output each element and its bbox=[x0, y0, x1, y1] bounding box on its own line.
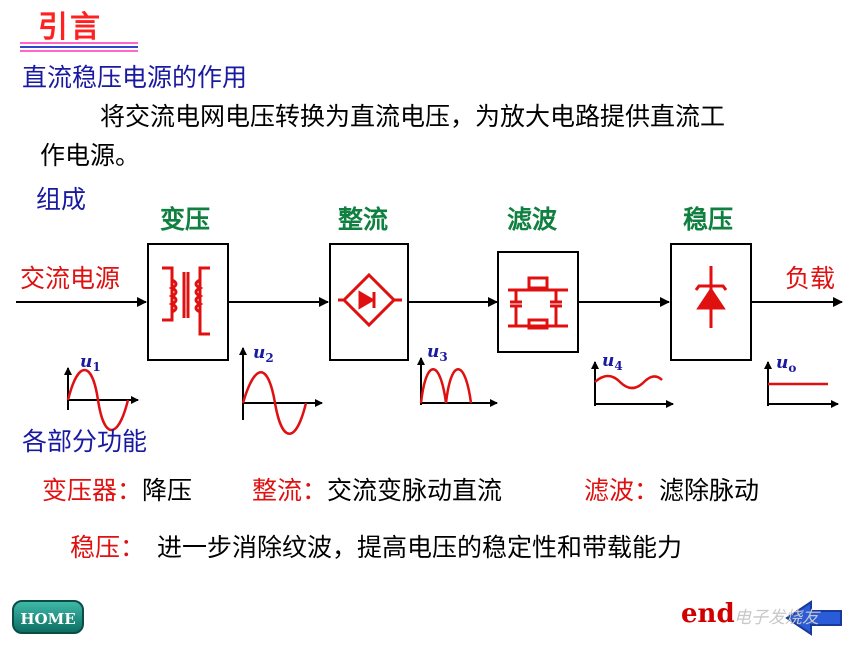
bridge-rectifier-icon bbox=[338, 272, 402, 328]
zener-icon bbox=[694, 266, 728, 328]
waveform-u4 bbox=[591, 361, 674, 408]
function-transformer: 变压器：降压 bbox=[42, 471, 192, 507]
title-underline-pink2 bbox=[20, 50, 138, 52]
function-regulator: 稳压： 进一步消除纹波，提高电压的稳定性和带载能力 bbox=[70, 528, 682, 564]
description-line2: 作电源。 bbox=[40, 141, 141, 170]
block-label-filter: 滤波 bbox=[507, 205, 558, 234]
home-button[interactable]: HOME bbox=[12, 600, 84, 634]
waveform-uo bbox=[764, 361, 839, 408]
function-rectifier: 整流：交流变脉动直流 bbox=[252, 471, 502, 507]
description-line1: 将交流电网电压转换为直流电压，为放大电路提供直流工 bbox=[100, 102, 726, 131]
block-transformer bbox=[147, 243, 229, 361]
wave-label-u1: u1 bbox=[80, 352, 101, 374]
watermark: 电子发烧友 bbox=[734, 608, 819, 628]
wave-label-u3: u3 bbox=[427, 342, 448, 364]
title-underline-blue bbox=[20, 46, 138, 48]
functions-heading: 各部分功能 bbox=[22, 427, 148, 456]
wave-label-uo: uo bbox=[776, 353, 796, 375]
waveform-u1 bbox=[64, 367, 139, 432]
function-name: 滤波： bbox=[584, 476, 660, 505]
back-arrow-icon[interactable] bbox=[785, 598, 845, 638]
transformer-icon bbox=[162, 266, 210, 336]
filter-icon bbox=[508, 276, 568, 330]
end-link[interactable]: end bbox=[681, 599, 735, 629]
input-label: 交流电源 bbox=[20, 264, 121, 293]
block-regulator bbox=[670, 243, 752, 361]
function-desc: 降压 bbox=[142, 476, 193, 505]
function-name: 变压器： bbox=[42, 476, 143, 505]
wave-label-u2: u2 bbox=[253, 343, 274, 365]
output-label: 负载 bbox=[785, 264, 836, 293]
block-label-regulator: 稳压 bbox=[683, 205, 734, 234]
composition-label: 组成 bbox=[36, 185, 87, 214]
title-underline-pink bbox=[20, 42, 138, 44]
function-desc: 交流变脉动直流 bbox=[327, 476, 503, 505]
block-label-rectifier: 整流 bbox=[338, 205, 389, 234]
waveform-u3 bbox=[417, 357, 498, 407]
block-filter bbox=[497, 251, 579, 353]
function-desc: 滤除脉动 bbox=[659, 476, 760, 505]
section-heading: 直流稳压电源的作用 bbox=[22, 63, 248, 92]
block-label-transformer: 变压 bbox=[160, 205, 211, 234]
function-desc: 进一步消除纹波，提高电压的稳定性和带载能力 bbox=[157, 533, 683, 562]
block-rectifier bbox=[329, 243, 409, 361]
waveform-u2 bbox=[239, 347, 323, 435]
wave-label-u4: u4 bbox=[602, 351, 623, 373]
function-filter: 滤波：滤除脉动 bbox=[584, 471, 759, 507]
function-name: 整流： bbox=[252, 476, 328, 505]
page-title: 引言 bbox=[38, 10, 102, 45]
function-name: 稳压： bbox=[70, 533, 146, 562]
